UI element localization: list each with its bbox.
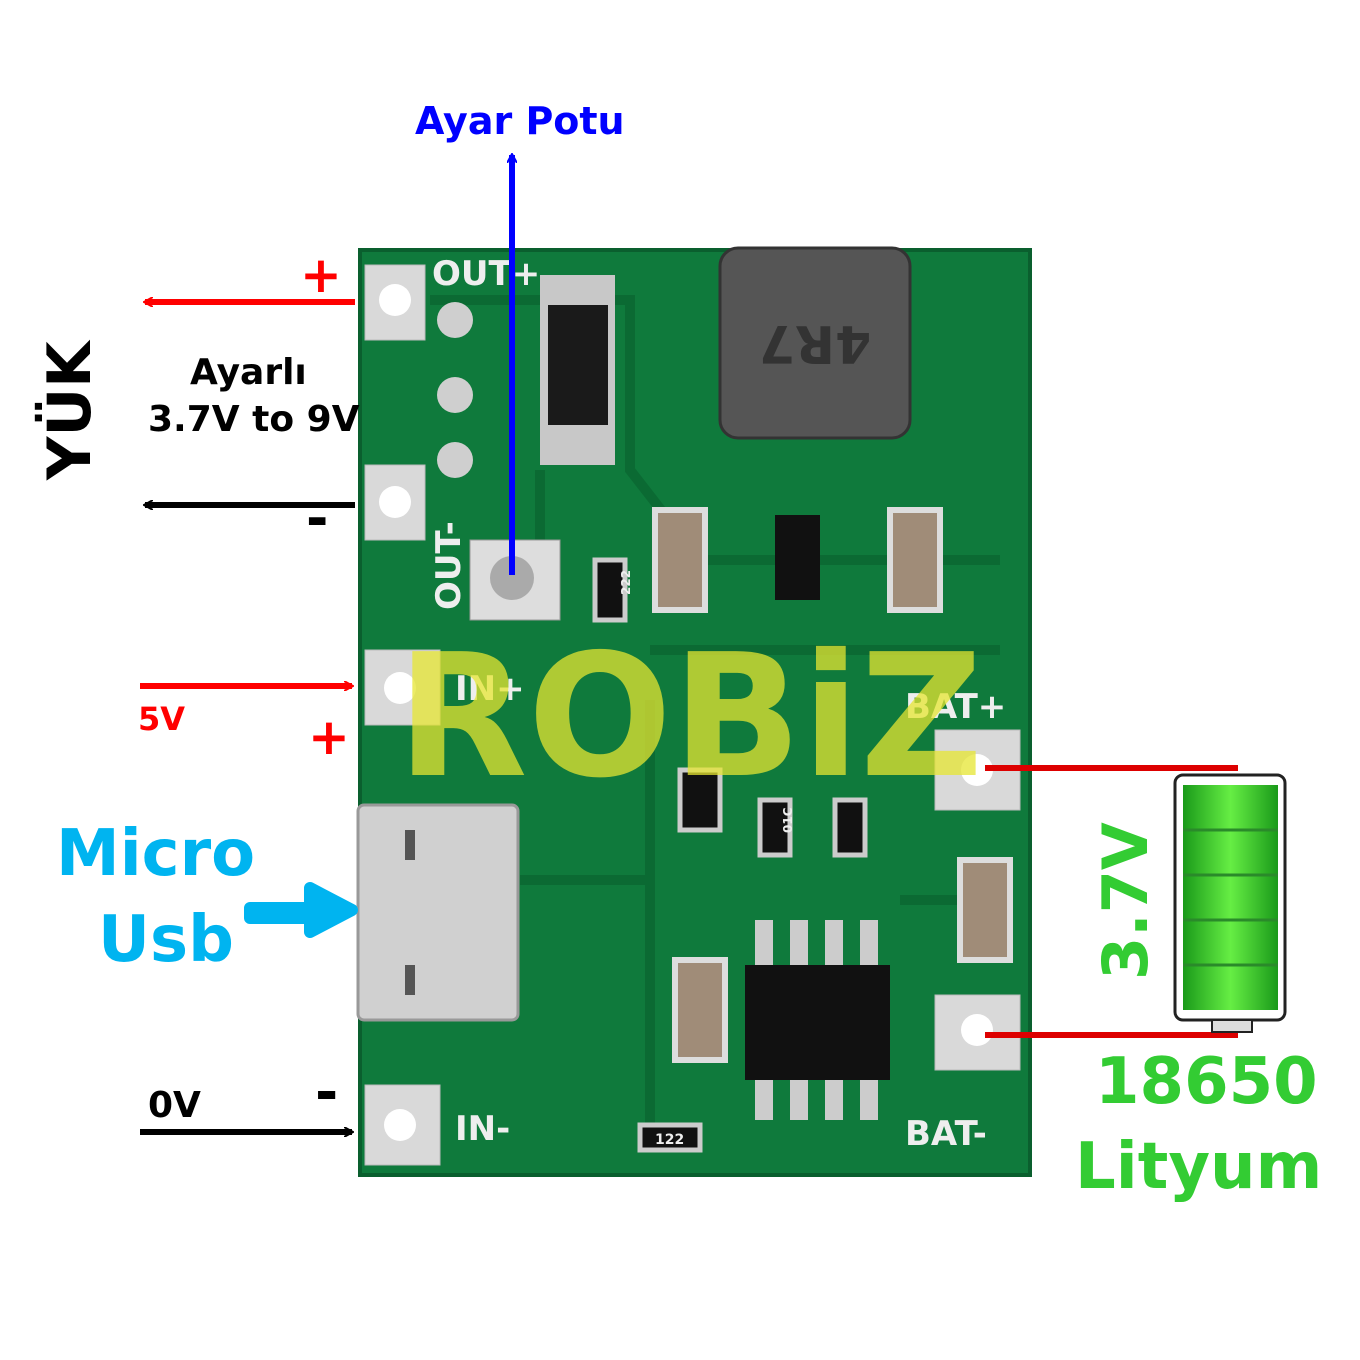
- silk-res1: 222: [619, 570, 633, 595]
- micro-usb-connector: [356, 803, 520, 1022]
- silk-out-plus: OUT+: [432, 254, 540, 294]
- adjustable-label: Ayarlı: [190, 352, 307, 393]
- capacitor: [672, 957, 728, 1063]
- inductor: [718, 246, 912, 440]
- load-minus-sign: -: [306, 487, 329, 550]
- load-label: YÜK: [35, 341, 105, 480]
- capacitor: [887, 507, 943, 613]
- usb-label-line1: Micro: [56, 817, 256, 891]
- inductor-marking: 4R7: [759, 313, 871, 373]
- battery-chemistry-label: Lityum: [1075, 1130, 1323, 1204]
- input-voltage-label: 5V: [138, 700, 186, 738]
- input-plus-sign: +: [308, 708, 350, 766]
- ground-label: 0V: [148, 1085, 201, 1126]
- load-plus-sign: +: [300, 246, 342, 304]
- watermark: ROBiZ: [397, 618, 984, 816]
- battery-type-label: 18650: [1095, 1045, 1318, 1119]
- silk-bat-plus: BAT+: [905, 687, 1006, 727]
- pot-label: Ayar Potu: [415, 99, 625, 143]
- battery-icon: [1173, 773, 1287, 1033]
- silk-in-plus: IN+: [455, 669, 525, 709]
- capacitor: [957, 857, 1013, 963]
- silk-res3: 01C: [781, 807, 795, 833]
- adjustable-range: 3.7V to 9V: [148, 399, 360, 440]
- silk-res2: 122: [655, 1132, 684, 1148]
- silk-bat-minus: BAT-: [905, 1114, 987, 1154]
- ground-minus-sign: -: [315, 1060, 339, 1125]
- usb-arrow: [244, 882, 358, 938]
- silk-in-minus: IN-: [455, 1109, 510, 1149]
- usb-label-line2: Usb: [98, 903, 234, 977]
- mosfet-chip: [775, 515, 820, 600]
- silk-out-minus: OUT-: [429, 521, 469, 610]
- battery-voltage-label: 3.7V: [1089, 822, 1162, 980]
- charger-ic: [745, 920, 890, 1120]
- capacitor: [652, 507, 708, 613]
